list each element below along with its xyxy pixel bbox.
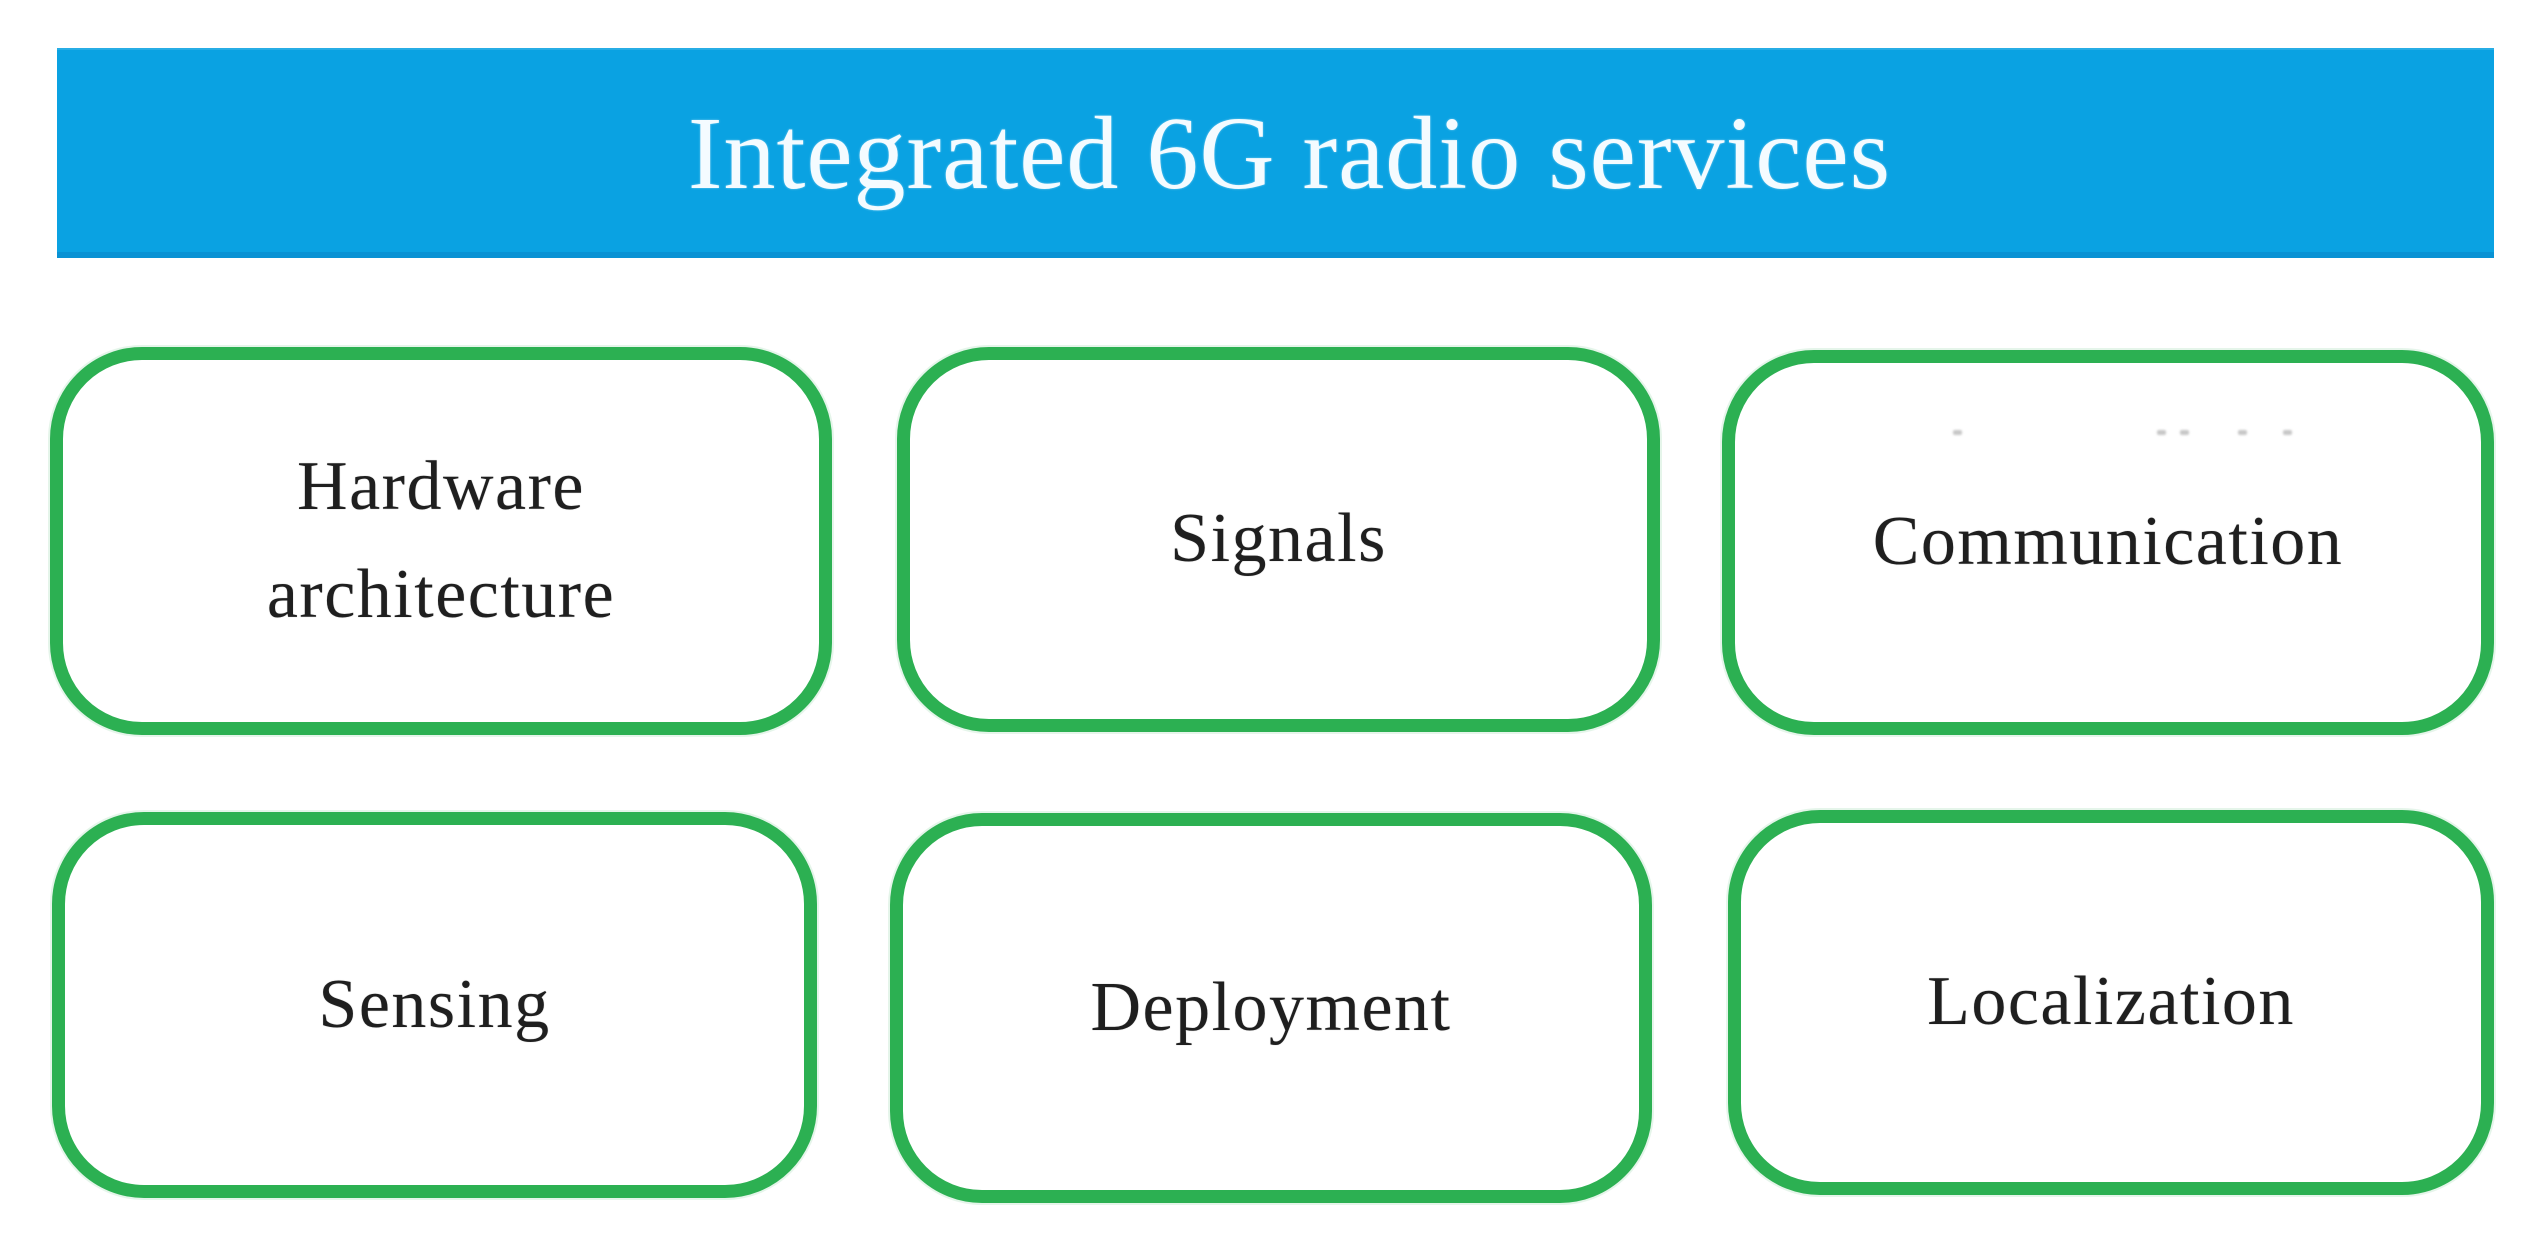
artifact-dot <box>2157 430 2166 435</box>
box-localization: Localization <box>1728 810 2494 1195</box>
box-label-localization: Localization <box>1927 963 2295 1041</box>
box-communication: Communication <box>1722 350 2494 735</box>
box-label-deployment: Deployment <box>1090 968 1452 1046</box>
box-label-signals: Signals <box>1170 500 1387 578</box>
diagram-title: Integrated 6G radio services <box>687 95 1892 211</box>
artifact-dot <box>1953 430 1962 435</box>
box-sensing: Sensing <box>52 812 817 1198</box>
header-bar: Integrated 6G radio services <box>57 48 2494 258</box>
box-label-sensing: Sensing <box>318 965 551 1043</box>
artifact-dot <box>2238 430 2247 435</box>
artifact-dot <box>2283 430 2292 435</box>
box-label-communication: Communication <box>1872 503 2344 581</box>
box-signals: Signals <box>897 347 1660 732</box>
box-deployment: Deployment <box>890 813 1652 1203</box>
box-label-hardware-architecture: Hardware architecture <box>266 447 616 634</box>
box-hardware-architecture: Hardware architecture <box>50 347 832 735</box>
artifact-dot <box>2180 430 2189 435</box>
